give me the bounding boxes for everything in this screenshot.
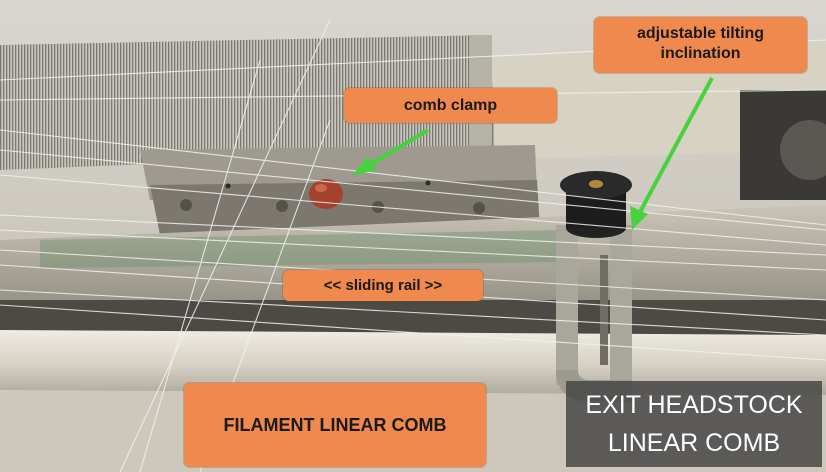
arrow-tilting	[630, 77, 714, 230]
tilting-line-2: inclination	[660, 45, 741, 62]
exit-headstock-label: EXIT HEADSTOCK LINEAR COMB	[566, 381, 822, 467]
tilting-bracket	[556, 225, 632, 402]
exit-line-2: LINEAR COMB	[607, 429, 781, 457]
arrow-comb-clamp	[352, 128, 430, 176]
filament-linear-comb-label: FILAMENT LINEAR COMB	[184, 383, 486, 467]
bolts	[180, 180, 485, 214]
sliding-rail-label: << sliding rail >>	[283, 270, 483, 301]
black-knob	[560, 171, 632, 238]
red-knob-highlight	[315, 184, 327, 192]
red-knob	[309, 179, 343, 209]
tilting-line-1: adjustable tilting	[636, 25, 765, 42]
tilting-inclination-label: adjustable tilting inclination	[594, 17, 807, 73]
rail-green-strip	[40, 230, 560, 268]
comb-clamp-label: comb clamp	[344, 88, 557, 123]
wheel	[780, 120, 826, 180]
exit-line-1: EXIT HEADSTOCK	[585, 391, 803, 419]
